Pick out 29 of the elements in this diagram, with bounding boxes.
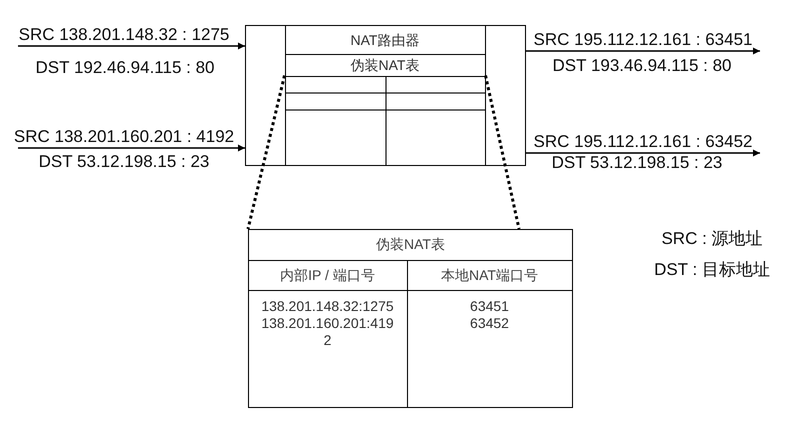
- router-title-row: [284, 24, 486, 54]
- dotted-zoom-line: [246, 75, 286, 230]
- legend-text: SRC : 源地址: [661, 229, 763, 249]
- cell-text: 63452: [470, 314, 509, 332]
- dotted-zoom-line: [484, 75, 521, 230]
- arrow: [526, 48, 760, 54]
- cell-text: 138.201.160.201:4192: [260, 314, 395, 348]
- column-header: 内部IP / 端口号: [280, 266, 375, 284]
- table-label: 伪装NAT表: [350, 56, 420, 74]
- arrow: [18, 42, 245, 50]
- edge-label: SRC 138.201.160.201 : 4192: [14, 127, 234, 147]
- legend-text: DST : 目标地址: [654, 260, 770, 280]
- address-label: DST 192.46.94.115 : 80: [36, 58, 214, 78]
- cell-text: 63451: [470, 298, 509, 314]
- router-box: [245, 25, 526, 166]
- address-label: DST 53.12.198.15 : 23: [38, 152, 210, 172]
- edge-label: SRC 195.112.12.161 : 63451: [534, 30, 752, 50]
- nat-table: [248, 229, 573, 408]
- column-header: 本地NAT端口号: [441, 266, 538, 284]
- table-title: 伪装NAT表: [376, 236, 445, 253]
- address-label: DST 53.12.198.15 : 23: [552, 153, 722, 173]
- arrow: [18, 144, 245, 152]
- router-label: NAT路由器: [350, 30, 420, 48]
- arrow: [526, 150, 760, 156]
- address-label: DST 193.46.94.115 : 80: [552, 56, 732, 76]
- edge-label: SRC 195.112.12.161 : 63452: [534, 132, 752, 152]
- cell-text: 138.201.148.32:1275: [260, 298, 395, 314]
- edge-label: SRC 138.201.148.32 : 1275: [18, 25, 230, 45]
- table-title-row: [284, 54, 486, 76]
